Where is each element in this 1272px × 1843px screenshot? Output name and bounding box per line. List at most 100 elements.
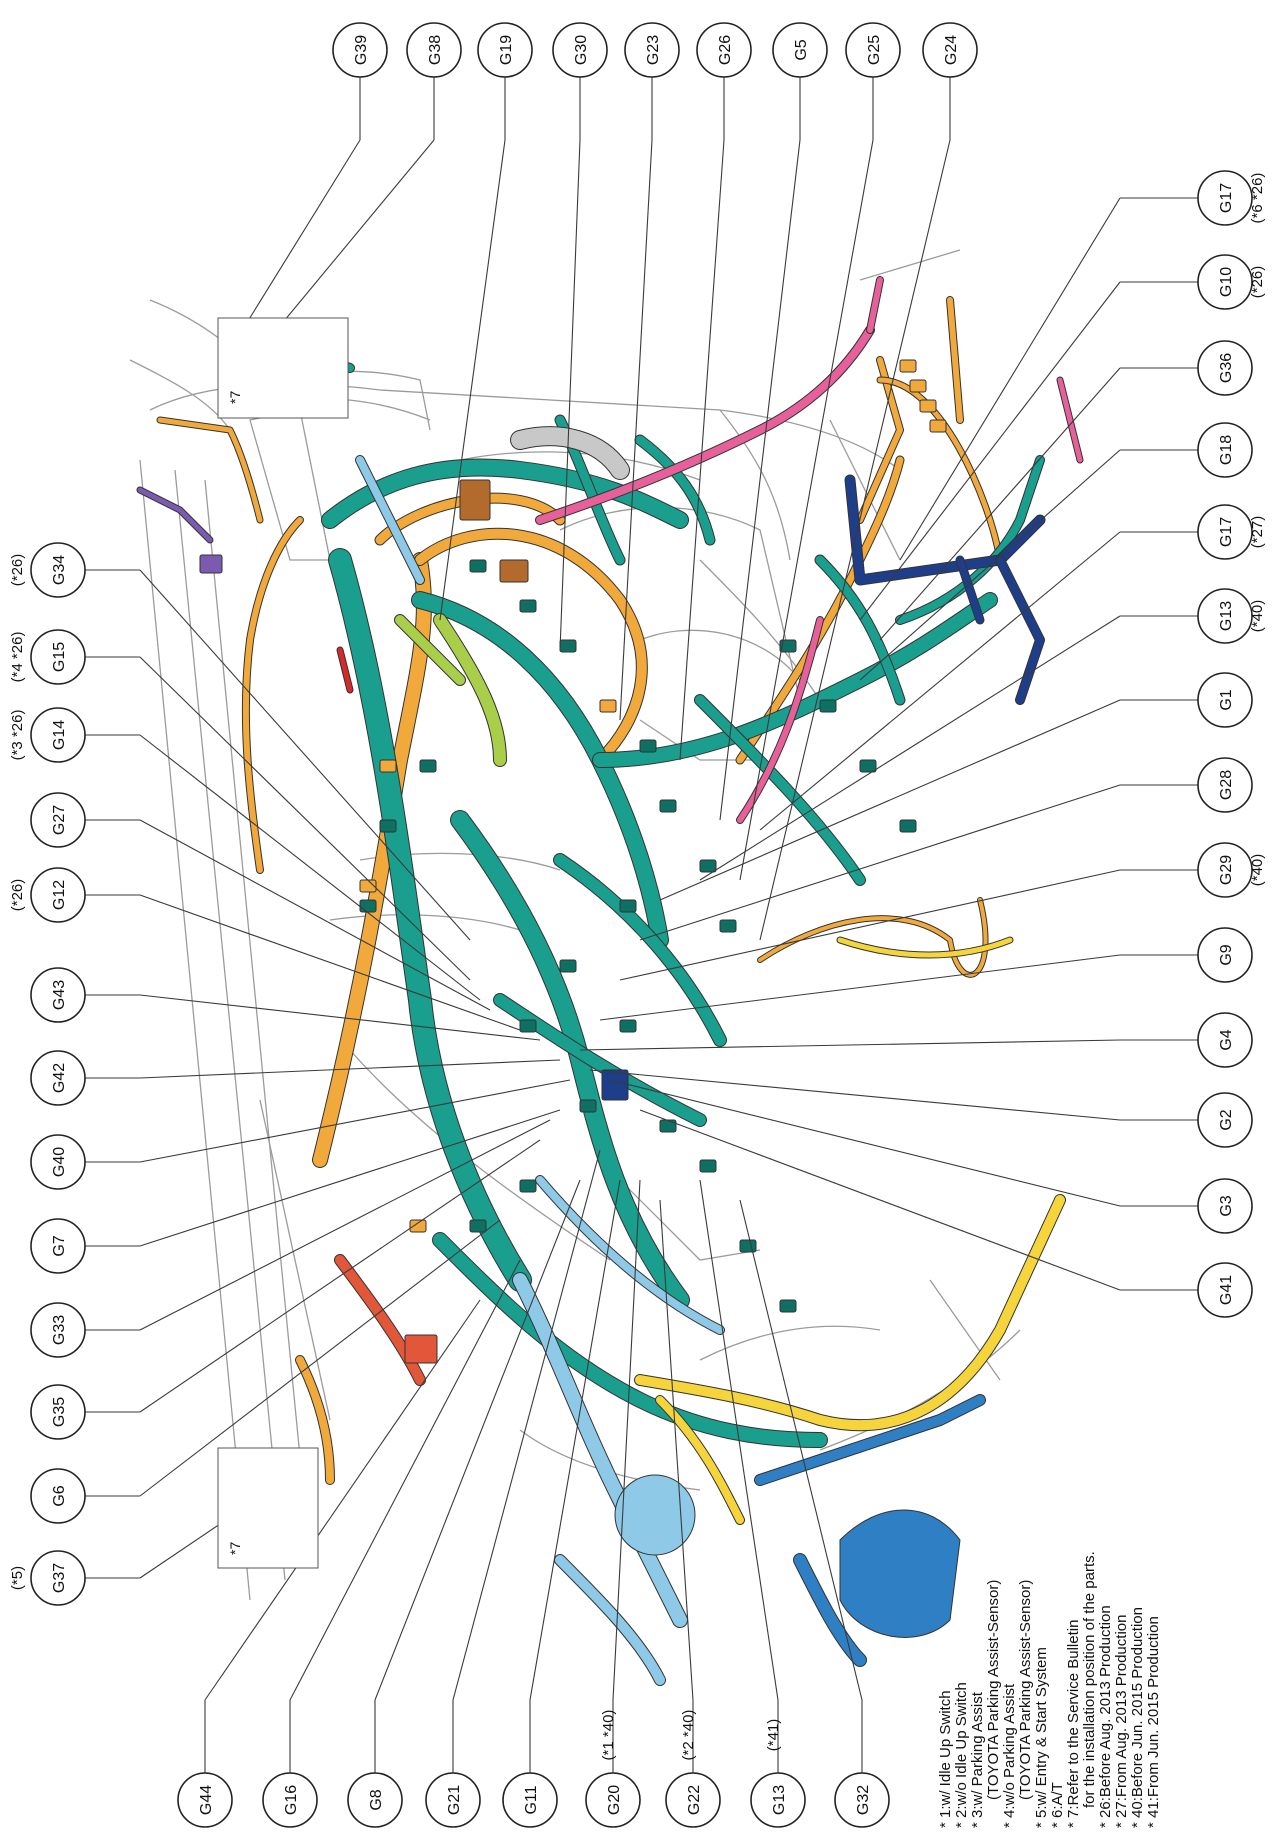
callout-bottom-2: G8 (347, 1772, 403, 1828)
callout-circle (477, 22, 533, 78)
pink-right (1057, 377, 1083, 463)
callout-right-3: G18 (1197, 422, 1253, 478)
callout-circle (30, 1302, 86, 1358)
leader-top-2-b (439, 139, 506, 621)
leader-left-8-b (139, 1109, 561, 1247)
legend-line-5: (TOYOTA Parking Assist-Sensor) (1017, 1580, 1034, 1800)
callout-circle (30, 1050, 86, 1106)
legend-line-13: * 41:From Jun. 2015 Production (1145, 1616, 1162, 1828)
upper-inset-frame (217, 317, 349, 419)
callout-circle (1197, 757, 1253, 813)
callout-circle (30, 629, 86, 685)
callout-left-5: G43 (30, 967, 86, 1023)
callout-left-6: G42 (30, 1050, 86, 1106)
callout-id: G14 (51, 720, 68, 750)
callout-left-10: G35 (30, 1384, 86, 1440)
leader-right-8-b (619, 869, 1121, 981)
lower-inset-note: *7 (227, 1542, 243, 1555)
outline-stroke-24 (699, 1325, 881, 1361)
leader-right-10-b (579, 1039, 1121, 1051)
callout-circle (30, 1550, 86, 1606)
callout-circle (30, 867, 86, 923)
lightblue-upper (356, 456, 424, 584)
legend-line-1: * 2:w/o Idle Up Switch (953, 1682, 970, 1828)
callout-circle (772, 22, 828, 78)
callout-id: G3 (1218, 1195, 1235, 1216)
leader-left-4-b (139, 894, 521, 1031)
leader-top-5-b (679, 139, 725, 761)
callout-circle (1197, 1012, 1253, 1068)
callout-circle (30, 792, 86, 848)
legend-line-2: * 3:w/ Parking Assist (969, 1691, 986, 1828)
callout-note: (*26) (9, 879, 26, 912)
callout-id: G35 (51, 1397, 68, 1427)
callout-top-6: G5 (772, 22, 828, 78)
leader-right-6-b (659, 699, 1121, 901)
leader-top-3-b (559, 139, 581, 651)
leader-right-7-b (639, 784, 1121, 941)
teal-connector-19 (899, 819, 917, 833)
navy-connector-center (601, 1069, 629, 1101)
leader-left-6-b (139, 1059, 561, 1079)
legend-line-11: * 27:From Aug. 2013 Production (1113, 1615, 1130, 1828)
teal-branch-b (554, 854, 726, 1046)
teal-connector-18 (859, 759, 877, 773)
callout-id: G8 (368, 1789, 385, 1810)
callout-circle (30, 707, 86, 763)
callout-left-12: G37 (*5) (9, 1550, 86, 1606)
navy-down (996, 556, 1044, 704)
callout-note: (*5) (9, 1566, 26, 1590)
callout-circle (1197, 1262, 1253, 1318)
callout-top-8: G24 (922, 22, 978, 78)
outline-stroke-11 (819, 1329, 1021, 1451)
callout-id: G1 (1218, 689, 1235, 710)
callout-id: G25 (866, 35, 883, 65)
callout-right-13: G41 (1197, 1262, 1253, 1318)
callout-id: G37 (51, 1563, 68, 1593)
callout-note: (*6 *26) (1249, 173, 1266, 224)
leader-bottom-4-b (529, 1179, 621, 1701)
callout-circle (1197, 588, 1253, 644)
legend-line-4: * 4:w/o Parking Assist (1001, 1683, 1018, 1828)
outline-stroke-18 (129, 359, 231, 431)
detail-insets: *7*7 (217, 317, 349, 1569)
callout-right-12: G3 (1197, 1178, 1253, 1234)
callout-id: G11 (523, 1785, 540, 1814)
orange-connector-3 (599, 699, 617, 713)
outline-stroke-12 (929, 1279, 1001, 1381)
teal-connector-20 (739, 1239, 757, 1253)
purple-wire (137, 487, 213, 543)
orange-right-edge (735, 455, 905, 765)
callout-right-2: G36 (1197, 340, 1253, 396)
callout-id: G36 (1218, 353, 1235, 383)
callout-bottom-6: G22(*2 *40) (665, 1710, 721, 1828)
callout-id: G38 (427, 35, 444, 65)
callout-circle (30, 542, 86, 598)
callout-circle (262, 1772, 318, 1828)
leader-bottom-7-b (699, 1179, 779, 1701)
callout-note: (*40) (1249, 600, 1266, 633)
callout-circle (1197, 1092, 1253, 1148)
leader-top-0-b (229, 139, 361, 351)
leader-right-2-b (879, 367, 1121, 641)
leader-bottom-0-b (204, 1299, 481, 1701)
redorange-connector (404, 1334, 438, 1364)
callout-circle (624, 22, 680, 78)
callout-note: (*1 *40) (600, 1710, 617, 1761)
redorange-lower (335, 1255, 425, 1385)
teal-connector-25 (359, 899, 377, 913)
pink-mid (737, 617, 823, 823)
legend-line-9: for the installation position of the par… (1081, 1551, 1098, 1808)
leader-top-7-b (739, 139, 874, 881)
callout-top-2: G19 (477, 22, 533, 78)
brown-connector-a (459, 479, 491, 521)
callout-circle (1197, 422, 1253, 478)
callout-top-5: G26 (696, 22, 752, 78)
callout-right-11: G2 (1197, 1092, 1253, 1148)
callout-id: G29 (1218, 855, 1235, 885)
callout-right-7: G28 (1197, 757, 1253, 813)
callout-top-3: G30 (552, 22, 608, 78)
leader-left-0-b (139, 569, 471, 941)
callout-id: G39 (353, 35, 370, 65)
